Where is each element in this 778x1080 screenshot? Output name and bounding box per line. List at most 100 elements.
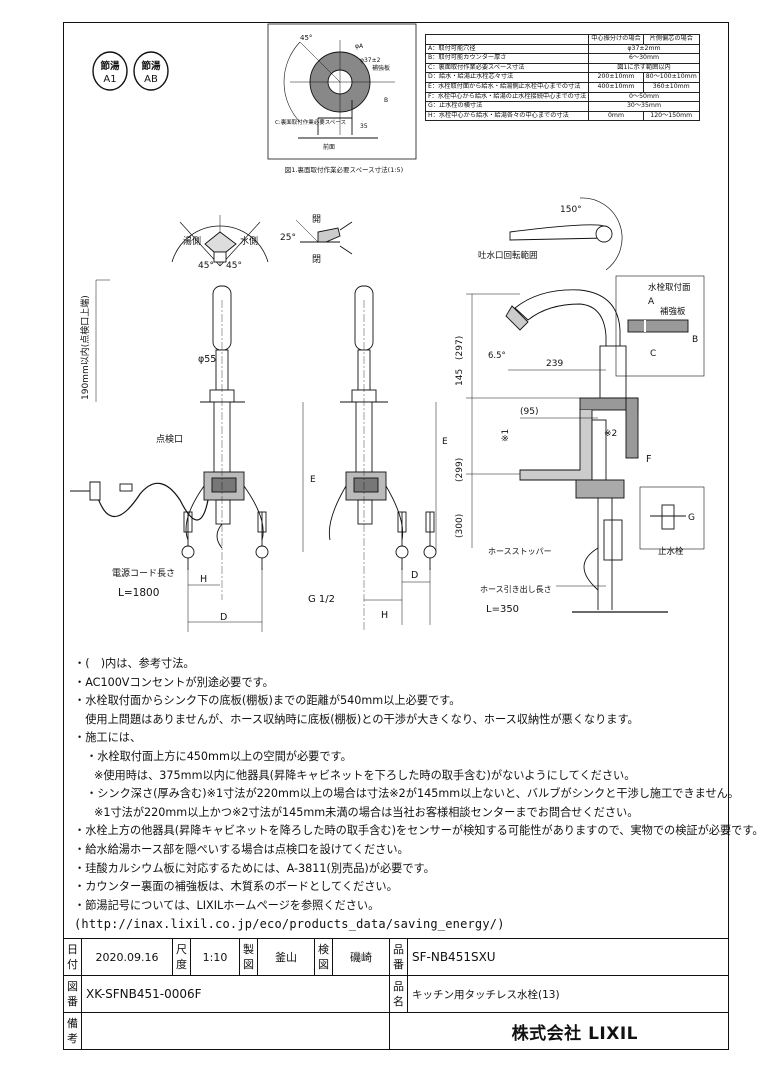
label-open: 開 [312, 214, 321, 225]
note-line: ・( )内は、参考寸法。 [74, 657, 195, 670]
date-label: 日付 [63, 938, 82, 976]
scale-label: 尺度 [172, 938, 191, 976]
badge-a1-line2: A1 [103, 74, 116, 85]
spec-cell: 30～35mm [588, 101, 700, 112]
label-cord-len: 電源コード長さ [112, 568, 175, 579]
spec-cell: G：止水栓の横寸法 [424, 101, 590, 112]
label-height190: 190mm以内(点検口上端) [79, 295, 91, 400]
spec-cell: 200±10mm [588, 72, 644, 83]
dwg-value: XK-SFNB451-0006F [81, 975, 390, 1013]
detail-phi-a: φA [355, 43, 364, 50]
detail-figure [267, 23, 417, 160]
detail-c-label: C:裏面取付作業必要スペース [275, 118, 346, 126]
spec-cell: 120～150mm [642, 110, 700, 122]
label-hose-len: ホース引き出し長さ [480, 584, 552, 594]
note-line: ・給水給湯ホース部を隠ぺいする場合は点検口を設けてください。 [74, 842, 409, 856]
label-faucet-mount: 水栓取付面 [648, 282, 691, 293]
label-h1: H [200, 574, 207, 585]
label-h2: H [381, 610, 388, 621]
title-block: 日付 2020.09.16 尺度 1:10 製図 釜山 検図 磯崎 品番 SF-… [63, 938, 729, 1050]
spec-cell: 360±10mm [642, 81, 700, 93]
note-line: ・施工には、 [74, 731, 142, 745]
spec-cell: A：取付可能穴径 [424, 43, 590, 55]
badge-a1-line1: 節湯 [99, 60, 120, 72]
label-stopcock: 止水栓 [658, 546, 684, 557]
detail-backing: 補強板 [372, 64, 390, 72]
note-url: (http://inax.lixil.co.jp/eco/products_da… [74, 917, 505, 932]
detail-front: 前面 [323, 143, 335, 151]
made-label: 製図 [239, 938, 258, 976]
label-close: 閉 [312, 254, 321, 265]
remarks-label: 備考 [63, 1012, 82, 1050]
note-line: ・カウンター裏面の補強板は、木質系のボードとしてください。 [74, 880, 398, 894]
detail-35: 35 [360, 123, 368, 130]
spec-header-cell [424, 34, 590, 45]
spec-cell: F：水栓中心から給水・給湯の止水栓接続中心までの寸法 [424, 91, 590, 103]
spec-header-cell: 片側偏芯の場合 [642, 34, 700, 45]
badge-ab-line1: 節湯 [140, 60, 161, 72]
spec-cell: C：裏面取付作業必要スペース寸法 [424, 62, 590, 74]
note-line: ・水栓取付面上方に450mm以上の空間が必要です。 [86, 749, 352, 763]
label-hose-stopper: ホースストッパー [488, 547, 552, 556]
spec-cell: D：給水・給湯止水栓芯々寸法 [424, 72, 590, 83]
label-45a: 45° [198, 261, 214, 271]
setsuyu-badge-ab [133, 51, 169, 91]
spec-header-cell: 中心振分けの場合 [588, 34, 644, 45]
spec-cell: 0mm [588, 110, 644, 122]
detail-caption: 図1.裏面取付作業必要スペース寸法(1:5) [285, 165, 403, 174]
label-backing: 補強板 [660, 306, 686, 317]
setsuyu-badge-a1 [92, 51, 128, 91]
label-45b: 45° [226, 261, 242, 271]
detail-angle: 45° [300, 34, 312, 42]
detail-b: B [384, 97, 388, 104]
label-hot: 湯側 [183, 235, 201, 247]
note-line: ・水栓上方の他器具(昇降キャビネットを降ろした時の取手含む)をセンサーが検知する… [74, 824, 764, 838]
title-row: 図番 XK-SFNB451-0006F 品名 キッチン用タッチレス水栓(13) [63, 975, 729, 1013]
label-299: (299) [455, 458, 465, 482]
part-label: 品番 [389, 938, 408, 976]
label-spout-range: 吐水口回転範囲 [478, 250, 538, 261]
note-line: ・シンク深さ(厚み含む)※1寸法が220mm以上の場合は寸法※2が145mm以上… [86, 787, 740, 801]
label-65: 6.5° [488, 351, 506, 361]
note-line: ※使用時は、375mm以内に他器具(昇降キャビネットを下ろした時の取手含む)がな… [94, 768, 636, 782]
name-value: キッチン用タッチレス水栓(13) [407, 975, 729, 1013]
drawing-sheet [63, 22, 729, 1050]
label-d2: D [411, 570, 418, 581]
label-b: B [692, 335, 698, 345]
badge-ab-line2: AB [144, 74, 158, 85]
label-e1: E [310, 475, 316, 485]
section-view [466, 197, 705, 613]
label-c: C [650, 349, 656, 359]
label-d1: D [220, 612, 227, 623]
spec-row: C：裏面取付作業必要スペース寸法図1に示す範囲以内 [424, 62, 700, 74]
label-phi55: φ55 [198, 354, 216, 365]
label-l350: L=350 [486, 604, 519, 615]
label-l1800: L=1800 [118, 587, 159, 599]
label-g12: G 1/2 [308, 594, 335, 605]
label-25: 25° [280, 233, 296, 243]
date-value: 2020.09.16 [81, 938, 173, 976]
spec-cell: 80～100±10mm [642, 72, 700, 83]
note-line: ・AC100Vコンセントが別途必要です。 [74, 675, 274, 689]
note-line: ・節湯記号については、LIXILホームページを参照ください。 [74, 898, 380, 912]
name-label: 品名 [389, 975, 408, 1013]
label-g: G [688, 513, 695, 523]
made-value: 釜山 [257, 938, 315, 976]
company-name: 株式会社 LIXIL [511, 1023, 638, 1044]
label-star1: ※1 [501, 429, 511, 442]
note-line: ・珪酸カルシウム板に対応するためには、A-3811(別売品)が必要です。 [74, 861, 435, 875]
spec-cell: B：取付可能カウンター厚さ [424, 53, 590, 64]
side-view-faucet [328, 285, 437, 630]
spec-cell: E：水栓取付面から給水・給湯側止水栓中心までの寸法 [424, 81, 590, 93]
spec-cell: 400±10mm [588, 81, 644, 93]
label-star2: ※2 [604, 429, 617, 439]
detail-d37: φ37±2 [360, 57, 381, 64]
label-150: 150° [560, 205, 582, 215]
remarks-value [81, 1012, 390, 1050]
